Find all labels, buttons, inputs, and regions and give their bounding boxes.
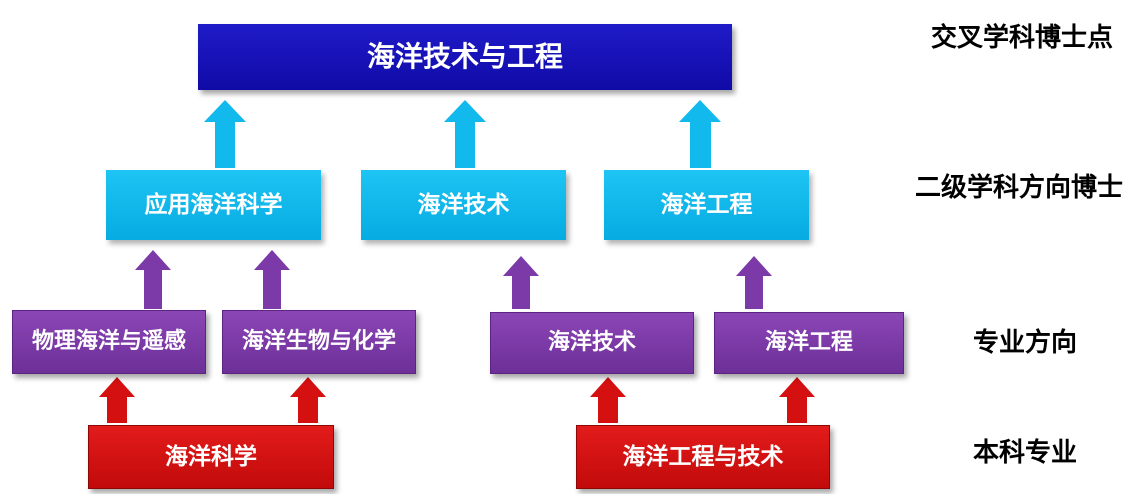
major-direction-label-1: 物理海洋与遥感	[31, 329, 186, 355]
major-direction-label-4: 海洋工程	[764, 330, 853, 356]
phd-direction-label-3: 海洋工程	[660, 191, 753, 218]
phd-direction-box-3: 海洋工程	[604, 170, 809, 240]
arrow-up-red-2	[290, 377, 326, 423]
arrow-up-red-1	[99, 377, 135, 423]
arrow-up-cyan-1	[204, 100, 246, 168]
undergrad-box-1: 海洋科学	[88, 425, 334, 489]
phd-direction-label-1: 应用海洋科学	[144, 191, 283, 218]
arrow-up-red-3	[590, 377, 626, 423]
arrow-up-purple-1	[135, 250, 171, 309]
level-label-interdisciplinary-phd: 交叉学科博士点	[930, 23, 1113, 53]
major-direction-box-3: 海洋技术	[490, 312, 694, 374]
arrow-up-purple-3	[503, 256, 539, 309]
phd-direction-label-2: 海洋技术	[417, 191, 510, 218]
major-direction-box-4: 海洋工程	[714, 312, 904, 374]
arrow-up-purple-4	[736, 256, 772, 309]
major-direction-box-2: 海洋生物与化学	[222, 310, 416, 374]
major-direction-label-3: 海洋技术	[547, 330, 636, 356]
level-label-secondary-phd: 二级学科方向博士	[914, 173, 1123, 203]
phd-direction-box-2: 海洋技术	[361, 170, 566, 240]
phd-direction-box-1: 应用海洋科学	[106, 170, 321, 240]
arrow-up-cyan-3	[679, 100, 721, 168]
top-box-label: 海洋技术与工程	[366, 39, 563, 73]
level-label-undergrad-major: 本科专业	[972, 438, 1077, 468]
arrow-up-red-4	[779, 377, 815, 423]
major-direction-box-1: 物理海洋与遥感	[12, 310, 206, 374]
arrow-up-purple-2	[254, 250, 290, 309]
undergrad-box-2: 海洋工程与技术	[576, 425, 830, 489]
top-box-ocean-tech-eng: 海洋技术与工程	[198, 24, 732, 90]
major-direction-label-2: 海洋生物与化学	[241, 329, 396, 355]
level-label-major-direction: 专业方向	[972, 328, 1077, 358]
undergrad-label-1: 海洋科学	[165, 443, 257, 470]
undergrad-label-2: 海洋工程与技术	[622, 443, 784, 470]
arrow-up-cyan-2	[444, 100, 486, 168]
